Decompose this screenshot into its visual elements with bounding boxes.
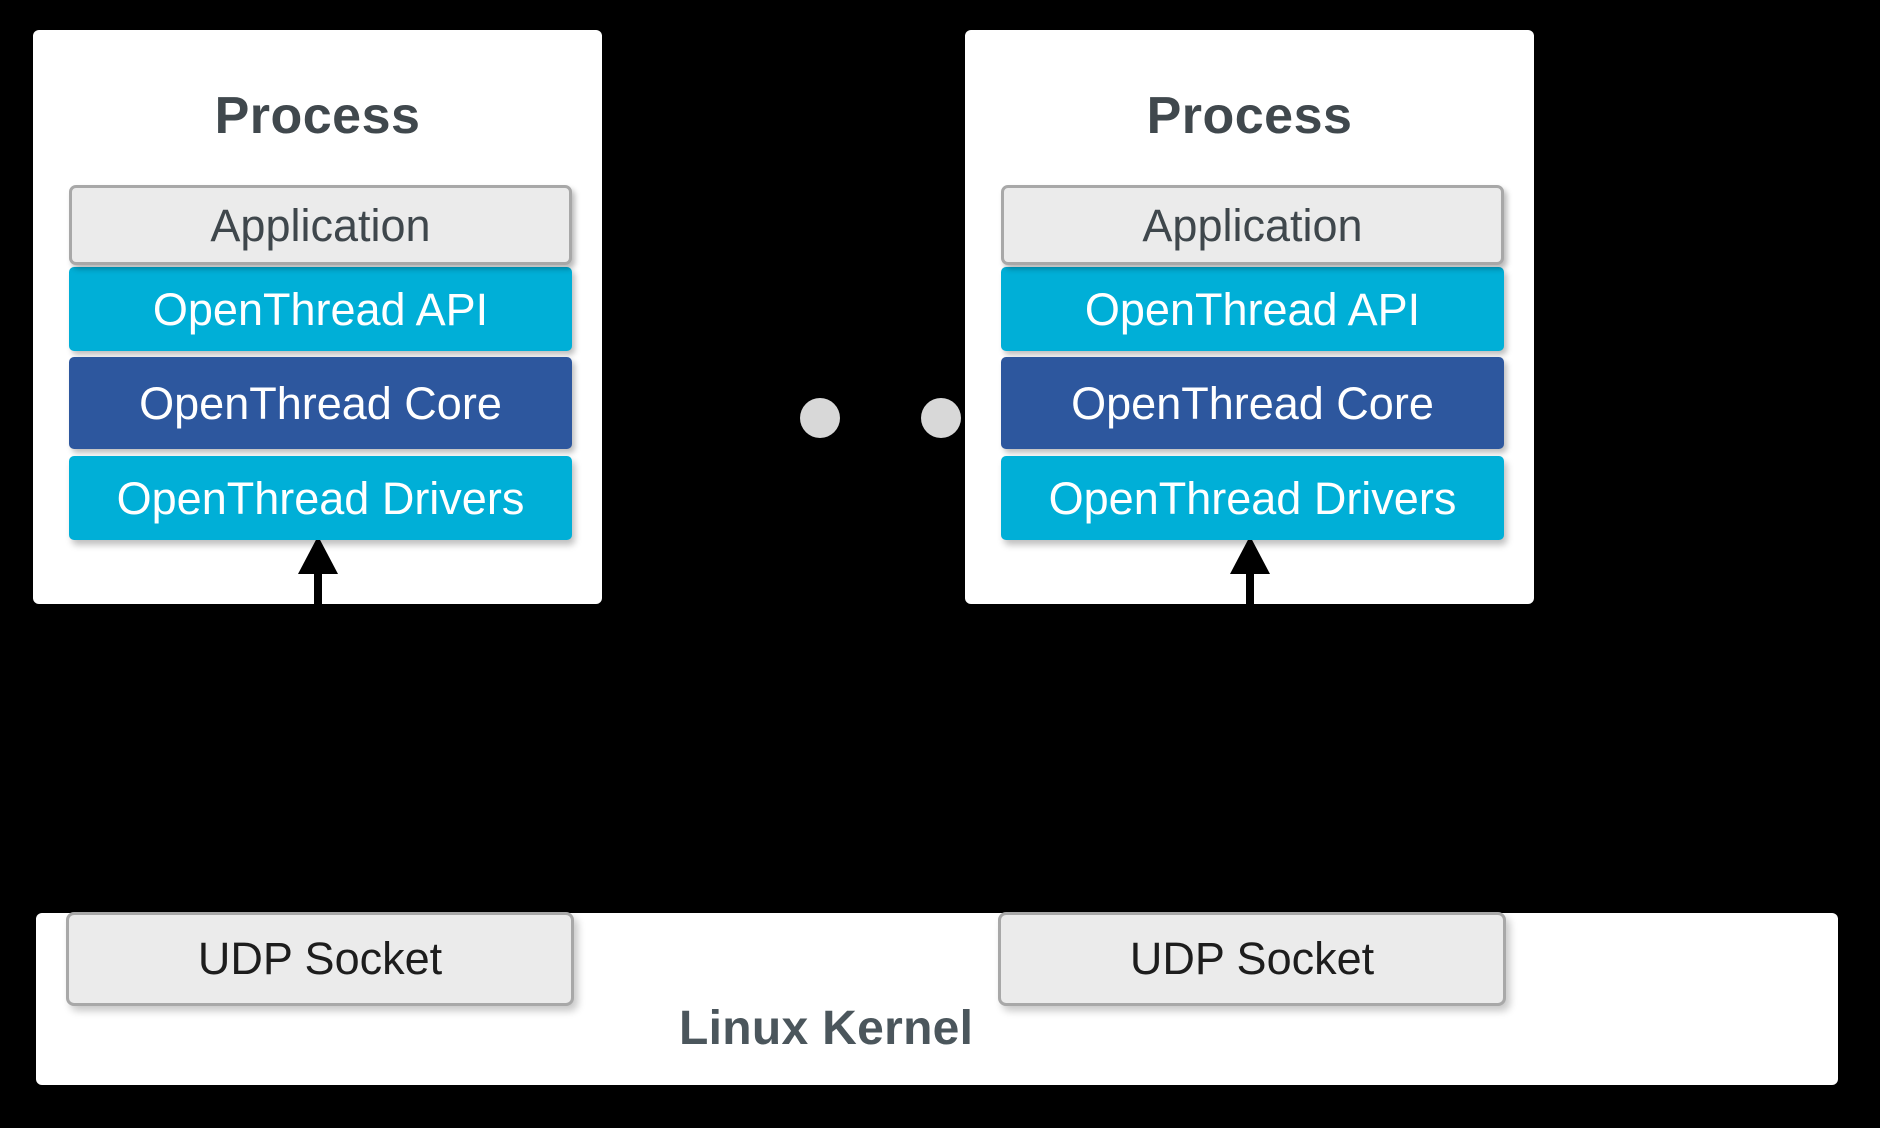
ellipsis-dot-2 bbox=[921, 398, 961, 438]
arrow-shaft bbox=[314, 570, 322, 718]
process-card-left: Process Application OpenThread API OpenT… bbox=[33, 30, 602, 604]
openthread-stack-right: Application OpenThread API OpenThread Co… bbox=[1001, 185, 1504, 540]
layer-application-left[interactable]: Application bbox=[69, 185, 572, 265]
udp-socket-left[interactable]: UDP Socket bbox=[66, 912, 574, 1006]
layer-openthread-core-right[interactable]: OpenThread Core bbox=[1001, 357, 1504, 449]
layer-openthread-drivers-left[interactable]: OpenThread Drivers bbox=[69, 456, 572, 540]
arrow-drivers-to-socket-left bbox=[298, 536, 338, 718]
arrow-drivers-to-socket-right bbox=[1230, 536, 1270, 718]
openthread-stack-left: Application OpenThread API OpenThread Co… bbox=[69, 185, 572, 540]
arrow-head-icon bbox=[1230, 536, 1270, 574]
arrow-head-icon bbox=[298, 536, 338, 574]
layer-openthread-api-left[interactable]: OpenThread API bbox=[69, 267, 572, 351]
arrow-shaft bbox=[1246, 570, 1254, 718]
udp-socket-right[interactable]: UDP Socket bbox=[998, 912, 1506, 1006]
layer-application-right[interactable]: Application bbox=[1001, 185, 1504, 265]
process-title-right: Process bbox=[1146, 87, 1353, 145]
linux-kernel-label: Linux Kernel bbox=[679, 1002, 974, 1055]
layer-openthread-api-right[interactable]: OpenThread API bbox=[1001, 267, 1504, 351]
process-title-left: Process bbox=[214, 87, 421, 145]
ellipsis-dot-1 bbox=[800, 398, 840, 438]
process-card-right: Process Application OpenThread API OpenT… bbox=[965, 30, 1534, 604]
layer-openthread-drivers-right[interactable]: OpenThread Drivers bbox=[1001, 456, 1504, 540]
layer-openthread-core-left[interactable]: OpenThread Core bbox=[69, 357, 572, 449]
